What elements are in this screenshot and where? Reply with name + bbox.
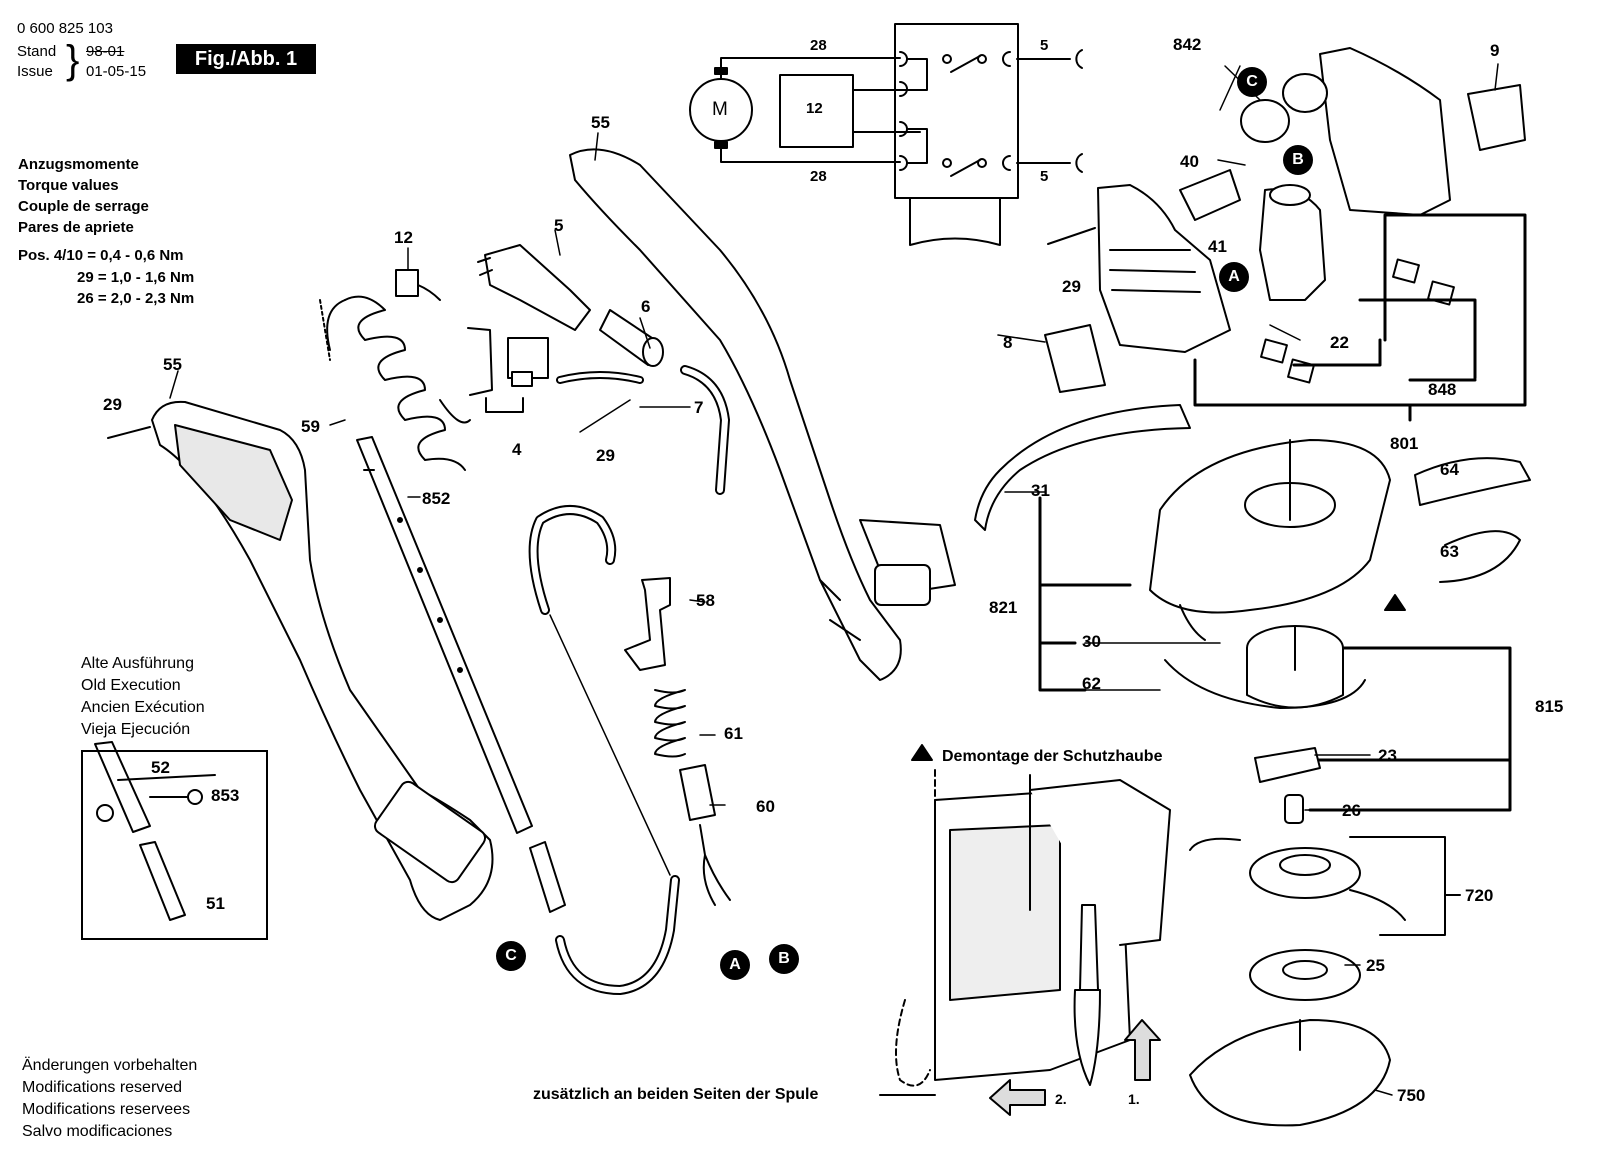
dismount-illustration [879,744,1171,1116]
marker-c-top: C [1237,67,1267,97]
old-execution-inset [81,750,268,940]
part-label-62: 62 [1082,674,1101,693]
handle-left-drawing [107,400,494,921]
bracket-lines [1038,213,1527,812]
part-label-60: 60 [756,797,775,816]
motor-symbol-label: M [712,99,728,120]
part-label-852: 852 [422,489,451,508]
part-label-12: 12 [394,228,413,247]
part-label-64: 64 [1440,460,1459,479]
torque-title-en: Torque values [18,177,119,194]
bracket-glyph: } [66,38,80,82]
wire-top-label: 28 [810,37,827,54]
dismount-step-2: 2. [1055,1091,1067,1107]
part-label-40: 40 [1180,152,1199,171]
part-label-720: 720 [1465,886,1494,905]
torque-title-fr: Couple de serrage [18,198,149,215]
leader-lines [169,63,1499,1096]
latch-spring-drawing [624,577,731,906]
part-label-4: 4 [512,440,522,459]
part-label-801: 801 [1390,434,1419,453]
part-label-31: 31 [1031,481,1050,500]
part-label-23: 23 [1378,746,1397,765]
dismount-step-1: 1. [1128,1091,1140,1107]
part-label-29-right: 29 [1062,277,1081,296]
modifications-de: Änderungen vorbehalten [22,1057,198,1074]
old-execution-de: Alte Ausführung [81,655,194,672]
marker-b-bottom: B [769,944,799,974]
figure-label: Fig./Abb. 1 [176,44,316,74]
old-execution-en: Old Execution [81,677,181,694]
part-label-750: 750 [1397,1086,1426,1105]
terminal-bottom-label: 5 [1040,168,1049,185]
part-label-26: 26 [1342,801,1361,820]
motor-housing-drawing [1044,47,1526,393]
part-label-22: 22 [1330,333,1349,352]
part-label-9: 9 [1490,41,1500,60]
part-label-815: 815 [1535,697,1564,716]
stand-label: Stand [17,43,57,60]
issue-value: 01-05-15 [86,63,147,80]
marker-a-bottom: A [720,950,750,980]
dismount-note: zusätzlich an beiden Seiten der Spule [533,1086,819,1103]
part-label-51: 51 [206,894,225,913]
part-label-8: 8 [1003,333,1013,352]
part-label-25: 25 [1366,956,1385,975]
part-label-55-right: 55 [591,113,610,132]
terminal-top-label: 5 [1040,37,1049,54]
handle-right-drawing [569,148,956,681]
part-label-59: 59 [301,417,320,436]
stand-value: 98-01 [86,43,125,60]
torque-value-4-10: Pos. 4/10 = 0,4 - 0,6 Nm [18,247,184,264]
switch-drawing [395,269,549,413]
modifications-fr: Modifications reservees [22,1101,191,1118]
part-label-842: 842 [1173,35,1202,54]
part-number: 0 600 825 103 [17,20,113,37]
guard-drawing [974,404,1531,709]
spool-drawing [1189,747,1461,1127]
part-label-55-left: 55 [163,355,182,374]
modifications-en: Modifications reserved [22,1079,183,1096]
inset-drawing [94,741,216,921]
marker-a-top: A [1219,262,1249,292]
part-label-6: 6 [641,297,651,316]
part-label-61: 61 [724,724,743,743]
part-label-29-left: 29 [103,395,122,414]
dismount-title: Demontage der Schutzhaube [942,748,1163,765]
coiled-cable-drawing [319,295,471,471]
wiring-schematic [689,23,1083,246]
part-label-58: 58 [696,591,715,610]
torque-title-de: Anzugsmomente [18,156,139,173]
torque-value-26: 26 = 2,0 - 2,3 Nm [77,290,195,307]
part-label-848: 848 [1428,380,1457,399]
part-label-5: 5 [554,216,564,235]
torque-title-es: Pares de apriete [18,219,134,236]
old-execution-es: Vieja Ejecución [81,721,191,738]
part-label-853: 853 [211,786,240,805]
modifications-es: Salvo modificaciones [22,1123,173,1140]
cable-bundle-drawing [556,365,730,495]
part-label-29-center: 29 [596,446,615,465]
issue-label: Issue [17,63,53,80]
shaft-tube-drawing [356,436,533,834]
old-execution-fr: Ancien Exécution [81,699,205,716]
plug-drawing [477,244,664,367]
marker-b-top: B [1283,145,1313,175]
part-label-7: 7 [694,398,704,417]
part-label-41: 41 [1208,237,1227,256]
part-label-30: 30 [1082,632,1101,651]
part-label-821: 821 [989,598,1018,617]
cable-loop-drawing [528,505,680,995]
marker-c-bottom: C [496,941,526,971]
part-label-52: 52 [151,758,170,777]
part-label-63: 63 [1440,542,1459,561]
schematic-box-label: 12 [806,100,823,117]
torque-value-29: 29 = 1,0 - 1,6 Nm [77,269,195,286]
wire-bottom-label: 28 [810,168,827,185]
